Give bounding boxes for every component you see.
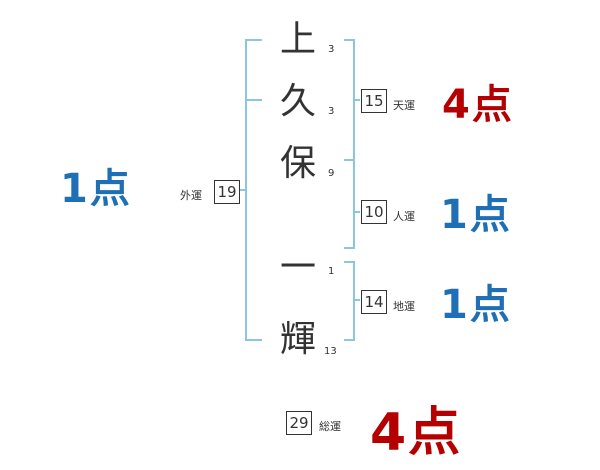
gaiun-label: 外運	[180, 189, 202, 202]
jinun-value-box: 10	[361, 200, 387, 224]
stroke-count-4: 1	[328, 266, 335, 277]
stroke-count-2: 3	[328, 106, 335, 117]
stroke-count-3: 9	[328, 168, 335, 179]
name-char-3: 保	[279, 143, 316, 184]
name-char-2: 久	[279, 81, 316, 122]
gaiun-value-box: 19	[214, 180, 240, 204]
stroke-count-1: 3	[328, 44, 335, 55]
gaiun-score: 1点	[60, 166, 132, 212]
soun-score: 4点	[370, 403, 463, 463]
tenun-value-box: 15	[361, 89, 387, 113]
chiun-bracket	[344, 261, 360, 341]
name-char-4: 一	[279, 247, 316, 288]
tenun-score: 4点	[442, 82, 514, 128]
chiun-value-box: 14	[361, 290, 387, 314]
outer-bracket	[238, 39, 262, 341]
chiun-label: 地運	[393, 300, 415, 313]
tenun-bracket	[344, 39, 360, 161]
jinun-bracket	[344, 159, 360, 249]
stroke-count-5: 13	[324, 346, 337, 357]
name-char-1: 上	[279, 19, 316, 60]
soun-label: 総運	[319, 420, 341, 433]
jinun-label: 人運	[393, 210, 415, 223]
soun-value-box: 29	[286, 411, 312, 435]
chiun-score: 1点	[440, 282, 512, 328]
jinun-score: 1点	[440, 192, 512, 238]
tenun-label: 天運	[393, 99, 415, 112]
name-char-5: 輝	[279, 319, 316, 360]
